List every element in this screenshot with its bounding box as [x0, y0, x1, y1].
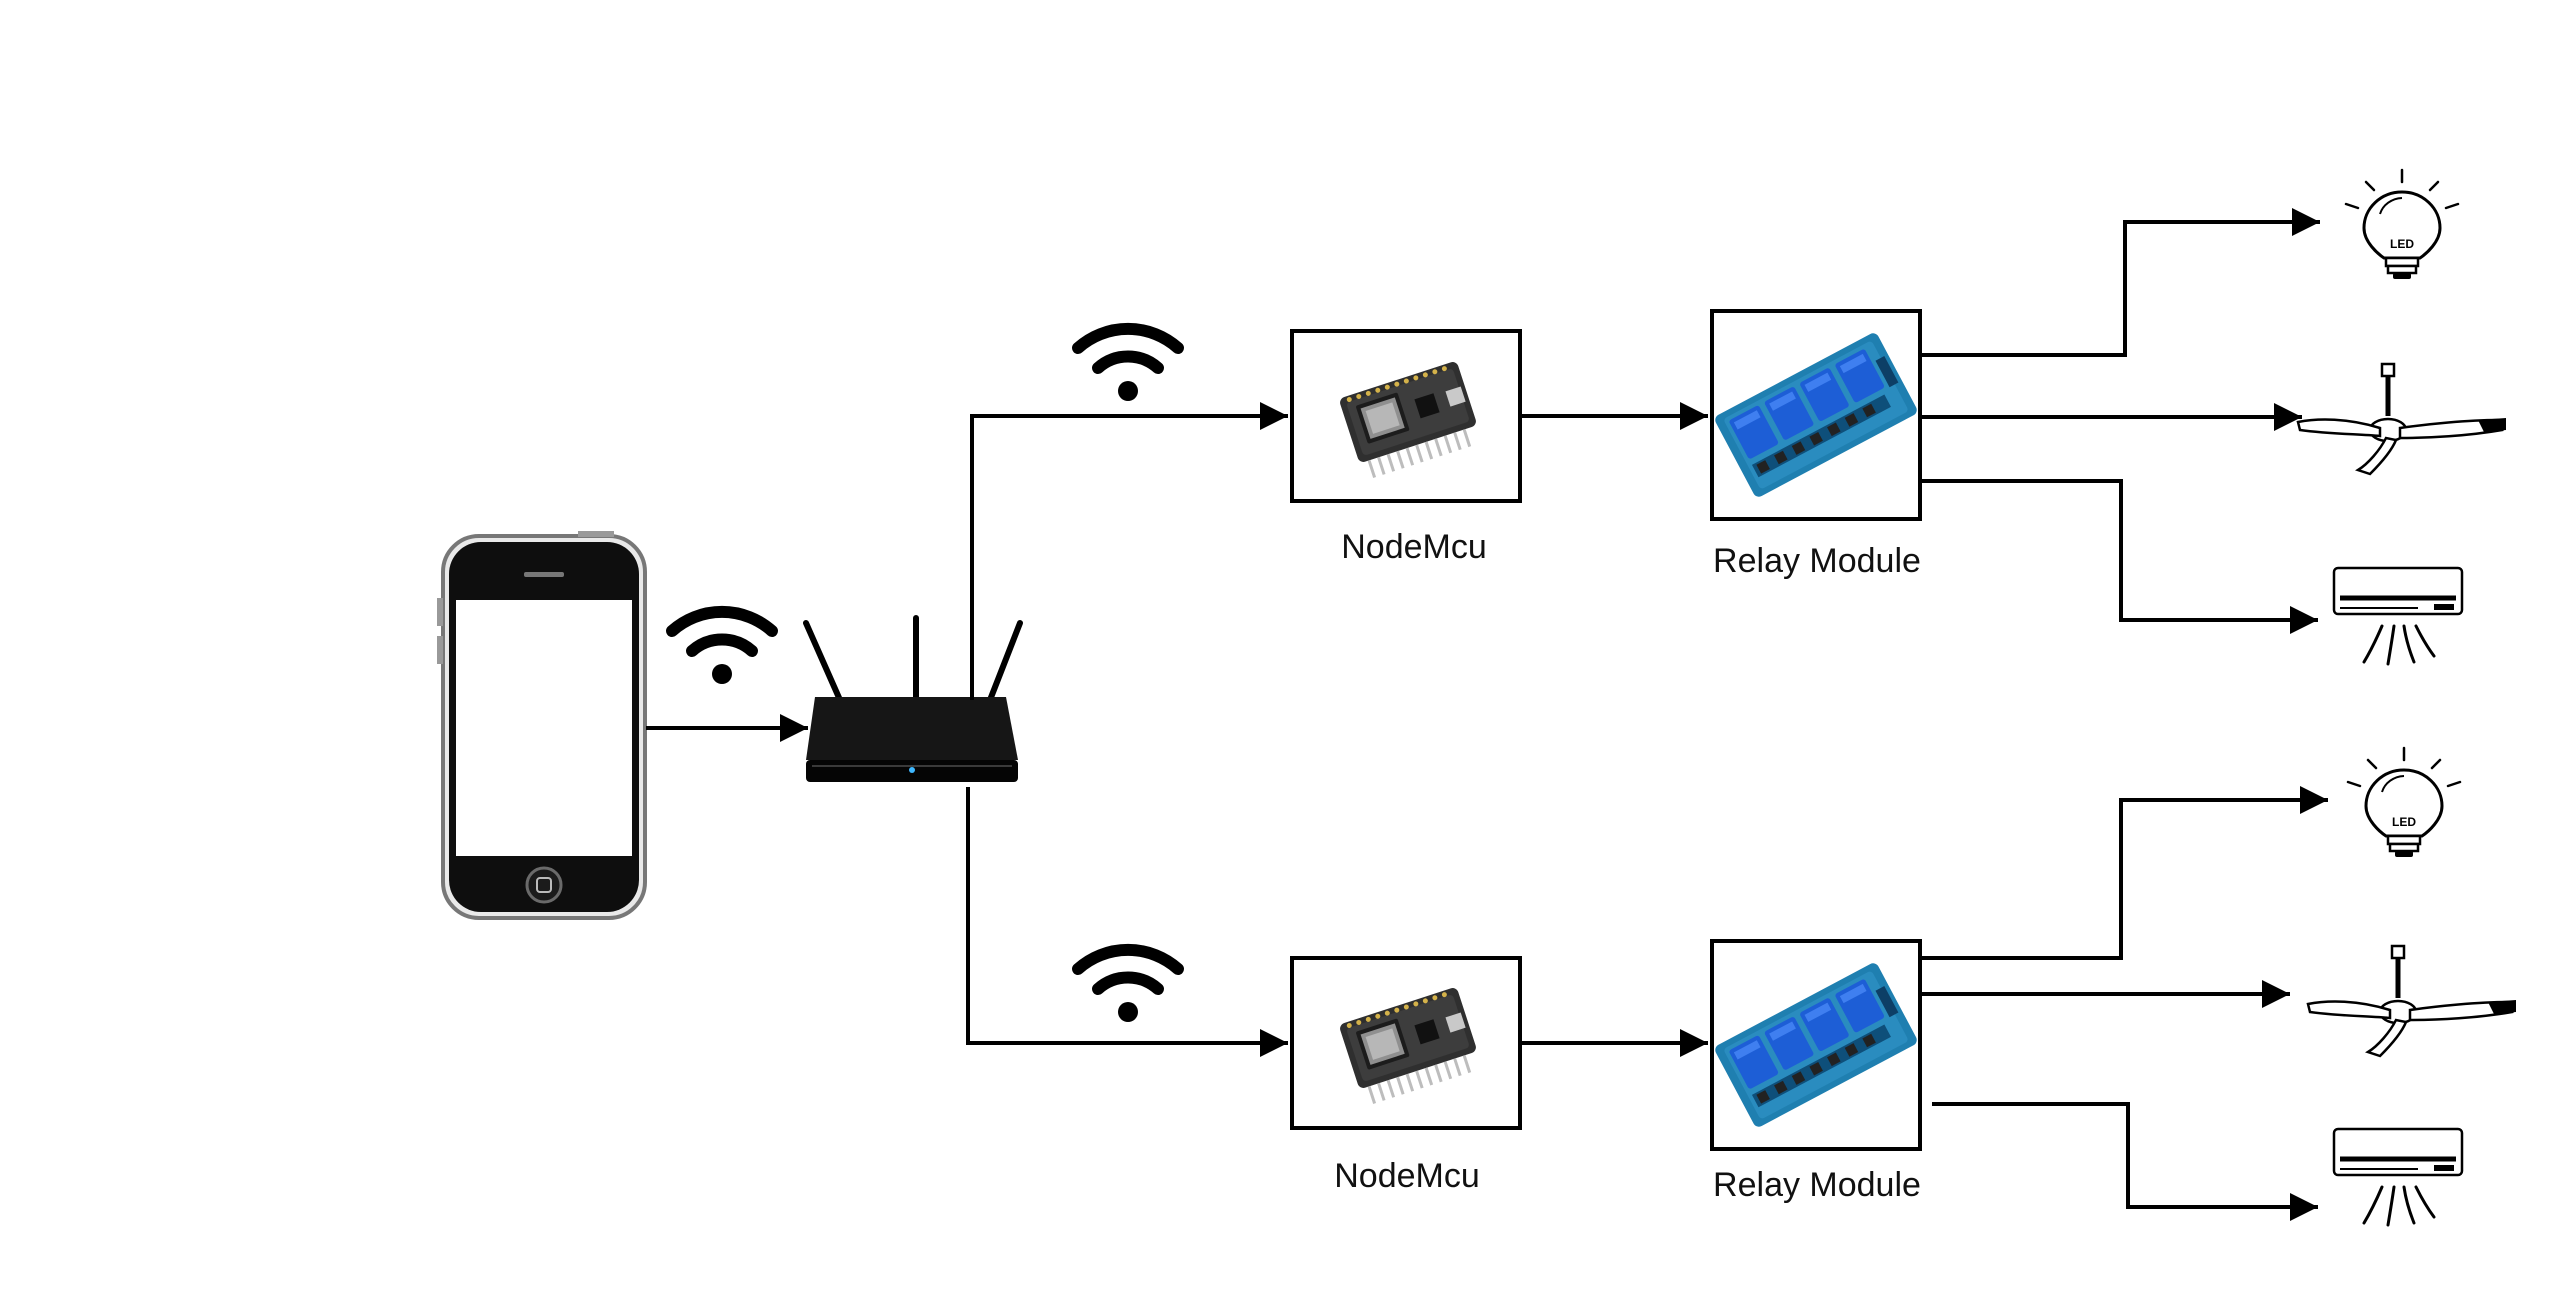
edge-router-nodemcu-2	[966, 787, 1288, 1057]
air-conditioner-icon	[2334, 1129, 2462, 1225]
air-conditioner-icon	[2334, 568, 2462, 664]
edge-relay-1-ac	[1922, 479, 2318, 634]
nodemcu-box-2	[1290, 956, 1522, 1130]
ceiling-fan-icon	[2298, 364, 2506, 474]
router-icon	[803, 615, 1023, 782]
edge-relay-1-bulb	[1922, 208, 2320, 357]
relay-label-2: Relay Module	[1713, 1166, 1921, 1204]
edge-relay-2-bulb	[1922, 786, 2328, 960]
wifi-icon	[672, 612, 772, 684]
nodemcu-label-1: NodeMcu	[1341, 528, 1487, 566]
relay-label-1: Relay Module	[1713, 542, 1921, 580]
nodemcu-label-2: NodeMcu	[1334, 1157, 1480, 1195]
led-bulb-icon	[2346, 746, 2462, 859]
wifi-icon	[1078, 329, 1178, 401]
nodemcu-box-1	[1290, 329, 1522, 503]
relay-box-2	[1710, 939, 1922, 1151]
smartphone-icon	[437, 531, 647, 920]
led-bulb-icon	[2344, 168, 2460, 281]
edge-router-nodemcu-1	[970, 402, 1288, 700]
edge-relay-2-ac	[1932, 1102, 2318, 1221]
relay-box-1	[1710, 309, 1922, 521]
ceiling-fan-icon	[2308, 946, 2516, 1056]
wifi-icon	[1078, 950, 1178, 1022]
